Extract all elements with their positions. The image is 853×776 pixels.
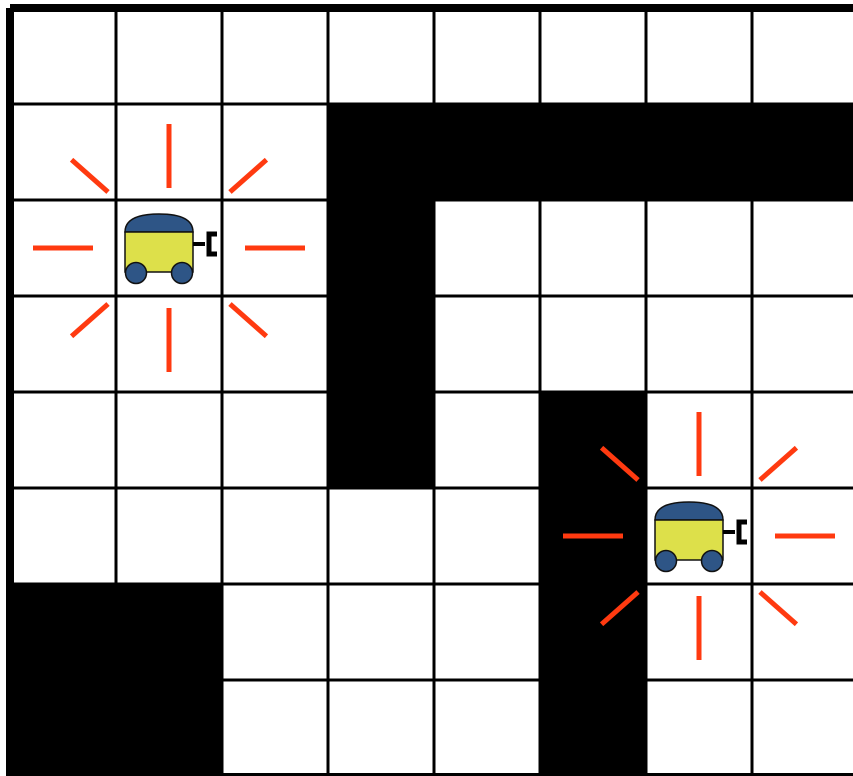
free-cell <box>646 200 752 296</box>
free-cell <box>328 8 434 104</box>
robot-1 <box>33 124 305 372</box>
wall-cell <box>646 104 752 200</box>
wall-cell <box>328 392 434 488</box>
free-cell <box>222 392 328 488</box>
free-cell <box>222 680 328 776</box>
wall-cell <box>540 104 646 200</box>
free-cell <box>752 8 853 104</box>
free-cell <box>10 392 116 488</box>
free-cell <box>116 488 222 584</box>
free-cell <box>116 8 222 104</box>
free-cell <box>222 584 328 680</box>
wall-cell <box>328 200 434 296</box>
free-cell <box>434 8 540 104</box>
free-cell <box>540 296 646 392</box>
free-cell <box>434 296 540 392</box>
robot-wheel-right <box>172 263 193 284</box>
robot-wheel-right <box>702 551 723 572</box>
free-cell <box>646 680 752 776</box>
free-cell <box>540 200 646 296</box>
wall-cell <box>328 296 434 392</box>
wall-cell <box>540 680 646 776</box>
free-cell <box>434 200 540 296</box>
wall-cell <box>116 680 222 776</box>
wall-cell <box>10 584 116 680</box>
free-cell <box>752 296 853 392</box>
free-cell <box>10 488 116 584</box>
free-cell <box>328 680 434 776</box>
free-cell <box>116 392 222 488</box>
free-cell <box>434 680 540 776</box>
free-cell <box>222 488 328 584</box>
wall-cell <box>434 104 540 200</box>
robot-2 <box>563 412 835 660</box>
wall-cell <box>10 680 116 776</box>
wall-cell <box>116 584 222 680</box>
free-cell <box>434 488 540 584</box>
wall-cell <box>752 104 853 200</box>
free-cell <box>540 8 646 104</box>
free-cell <box>752 200 853 296</box>
free-cell <box>434 392 540 488</box>
free-cell <box>752 680 853 776</box>
robot-wheel-left <box>126 263 147 284</box>
free-cell <box>222 8 328 104</box>
free-cell <box>10 8 116 104</box>
wall-cell <box>328 104 434 200</box>
free-cell <box>328 584 434 680</box>
free-cell <box>646 8 752 104</box>
free-cell <box>328 488 434 584</box>
free-cell <box>434 584 540 680</box>
free-cell <box>646 296 752 392</box>
robot-wheel-left <box>656 551 677 572</box>
